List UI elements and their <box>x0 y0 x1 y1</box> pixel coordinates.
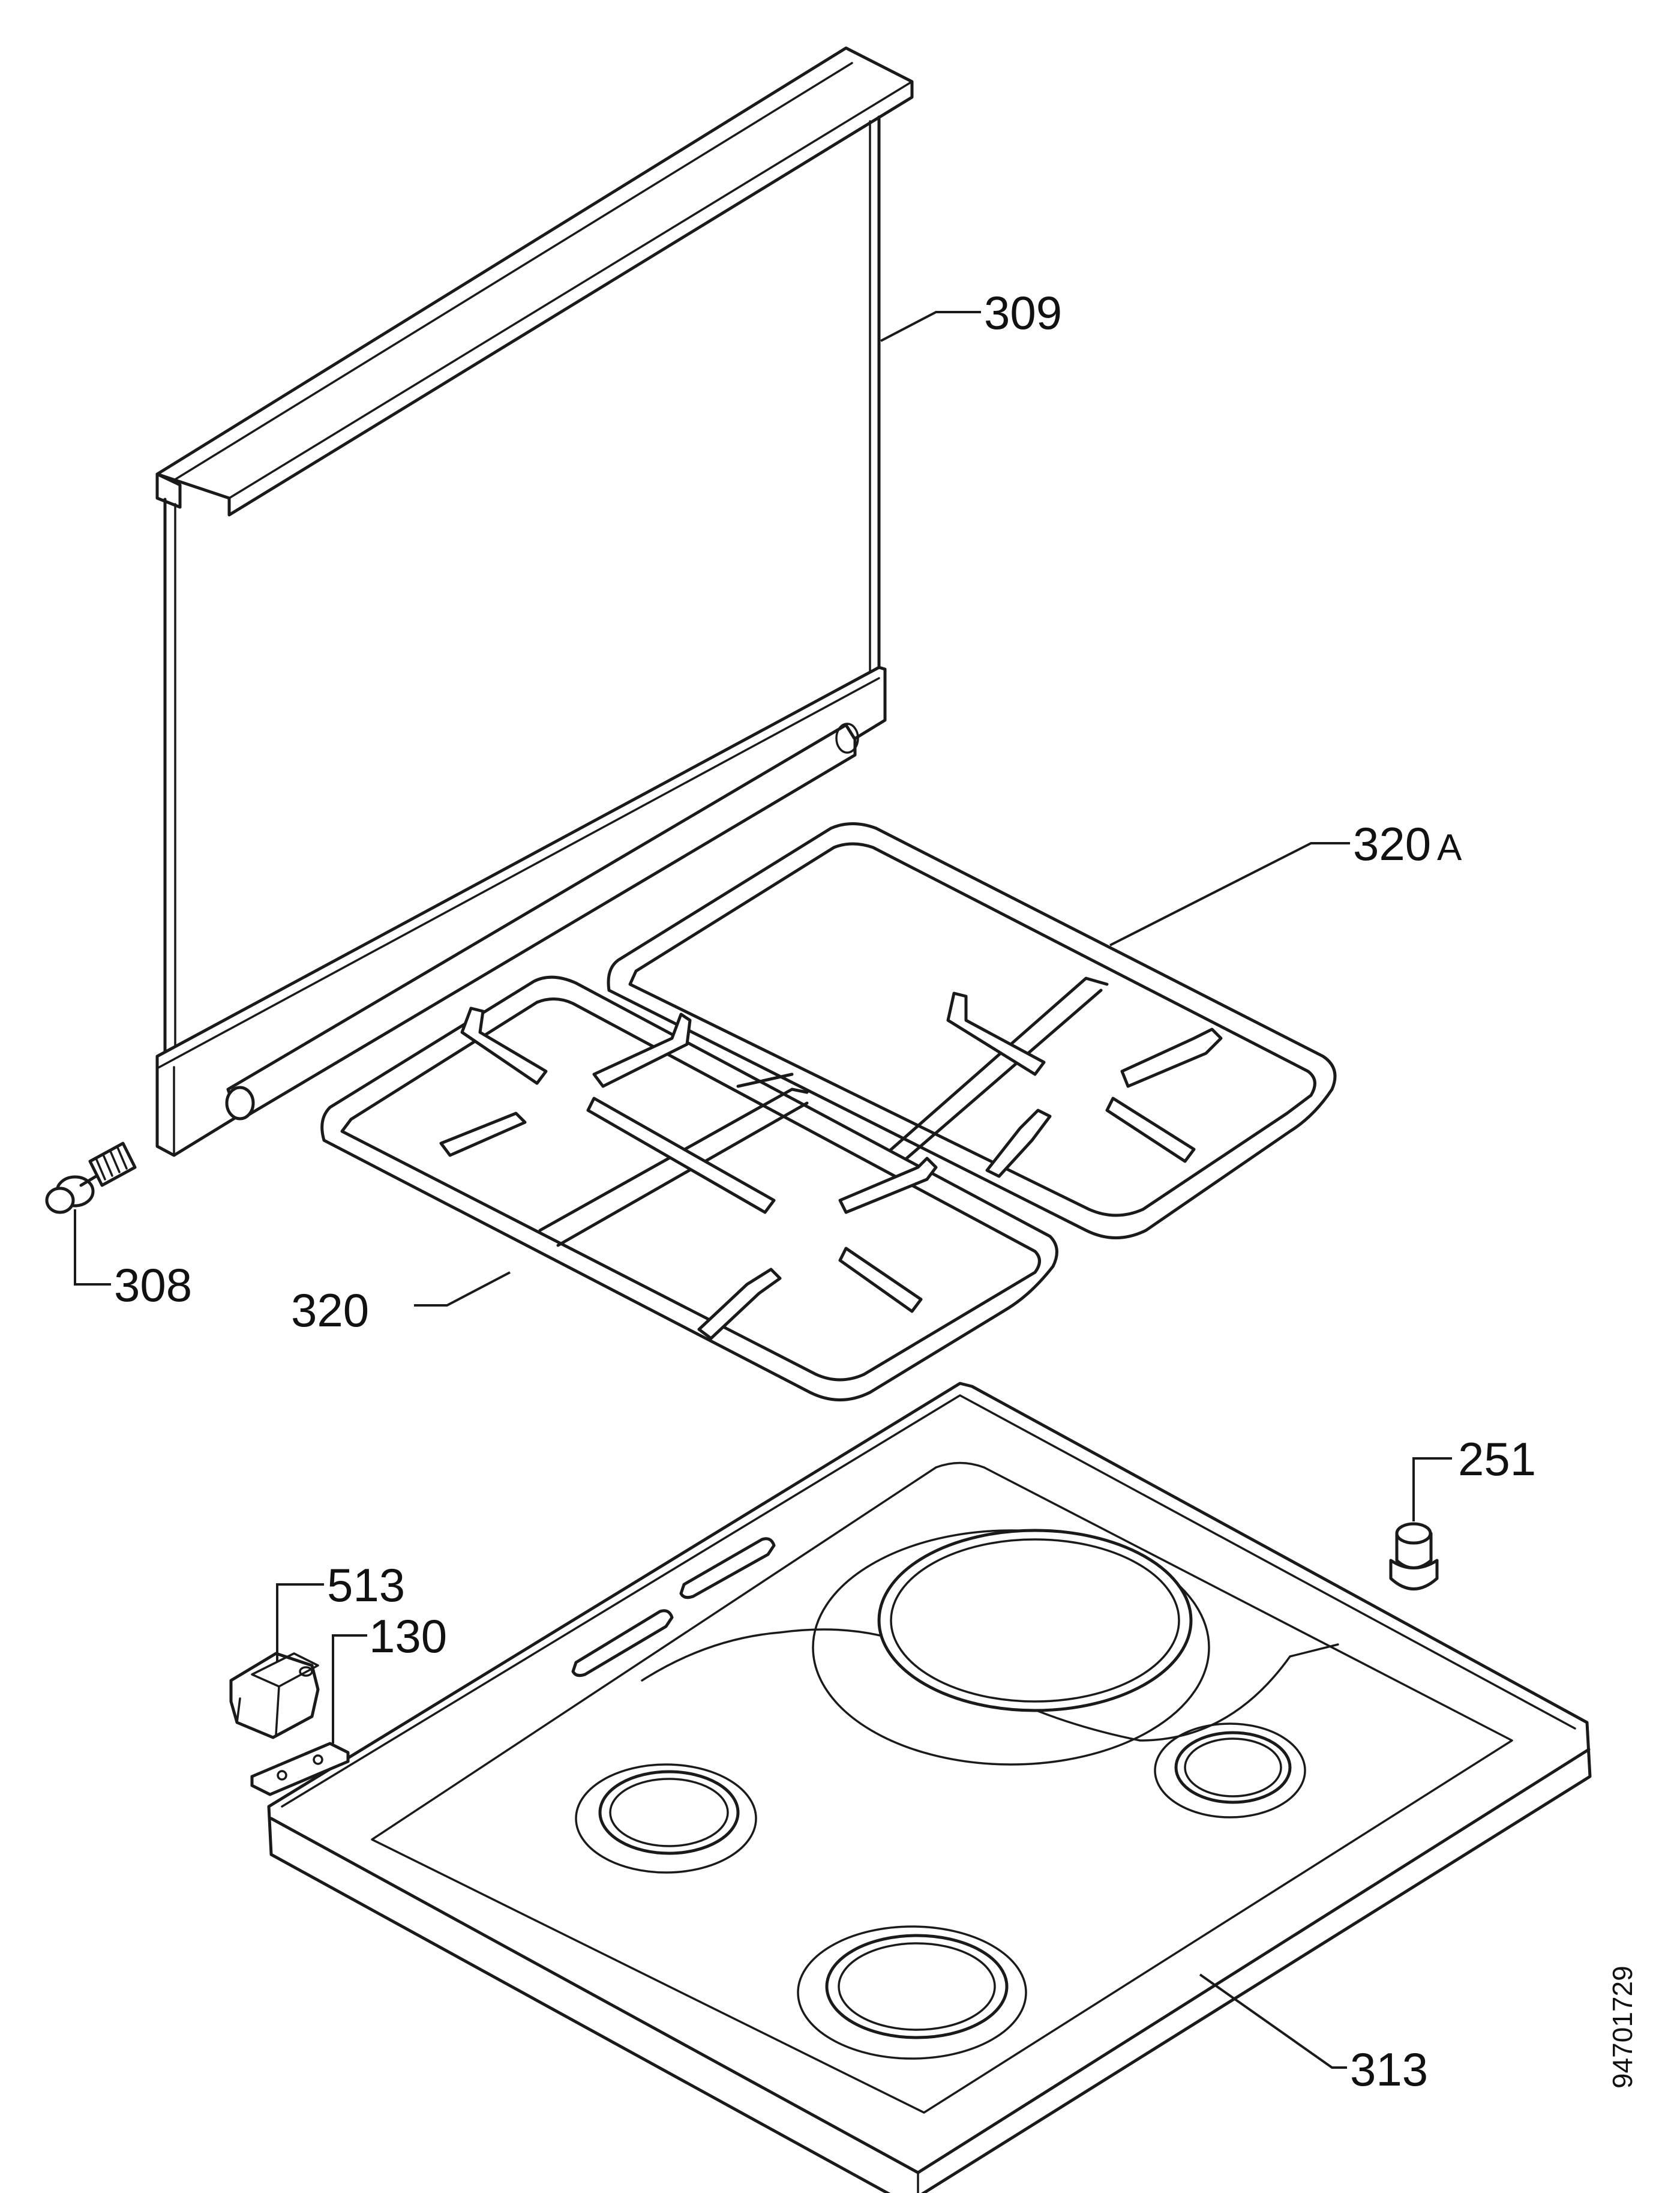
bush-251 <box>1389 1522 1439 1590</box>
leader-320 <box>414 1271 511 1307</box>
leader-130 <box>332 1634 367 1743</box>
leader-251 <box>1412 1457 1452 1521</box>
leader-308 <box>74 1209 111 1286</box>
leader-309 <box>880 311 981 342</box>
label-320a-suffix: A <box>1437 827 1462 868</box>
pan-support-320 <box>320 975 1058 1401</box>
label-320a: 320 <box>1353 817 1431 870</box>
drawing-number: 94701729 <box>1607 1966 1638 2089</box>
leader-513 <box>276 1583 324 1662</box>
bracket-130 <box>250 1742 350 1796</box>
label-308: 308 <box>114 1259 192 1311</box>
pan-support-320a <box>607 822 1337 1239</box>
ignitor-513 <box>229 1652 320 1739</box>
label-309: 309 <box>984 286 1062 339</box>
label-320: 320 <box>291 1284 369 1337</box>
leader-320a <box>1109 842 1350 946</box>
hinge-pin-308 <box>45 1142 137 1214</box>
label-251: 251 <box>1458 1433 1536 1485</box>
hob-top-313 <box>267 1382 1592 2193</box>
label-313: 313 <box>1350 2043 1428 2096</box>
leader-313 <box>1199 1973 1347 2069</box>
label-513: 513 <box>327 1559 405 1611</box>
splash-panel-309 <box>155 46 914 1157</box>
label-130: 130 <box>369 1610 447 1662</box>
